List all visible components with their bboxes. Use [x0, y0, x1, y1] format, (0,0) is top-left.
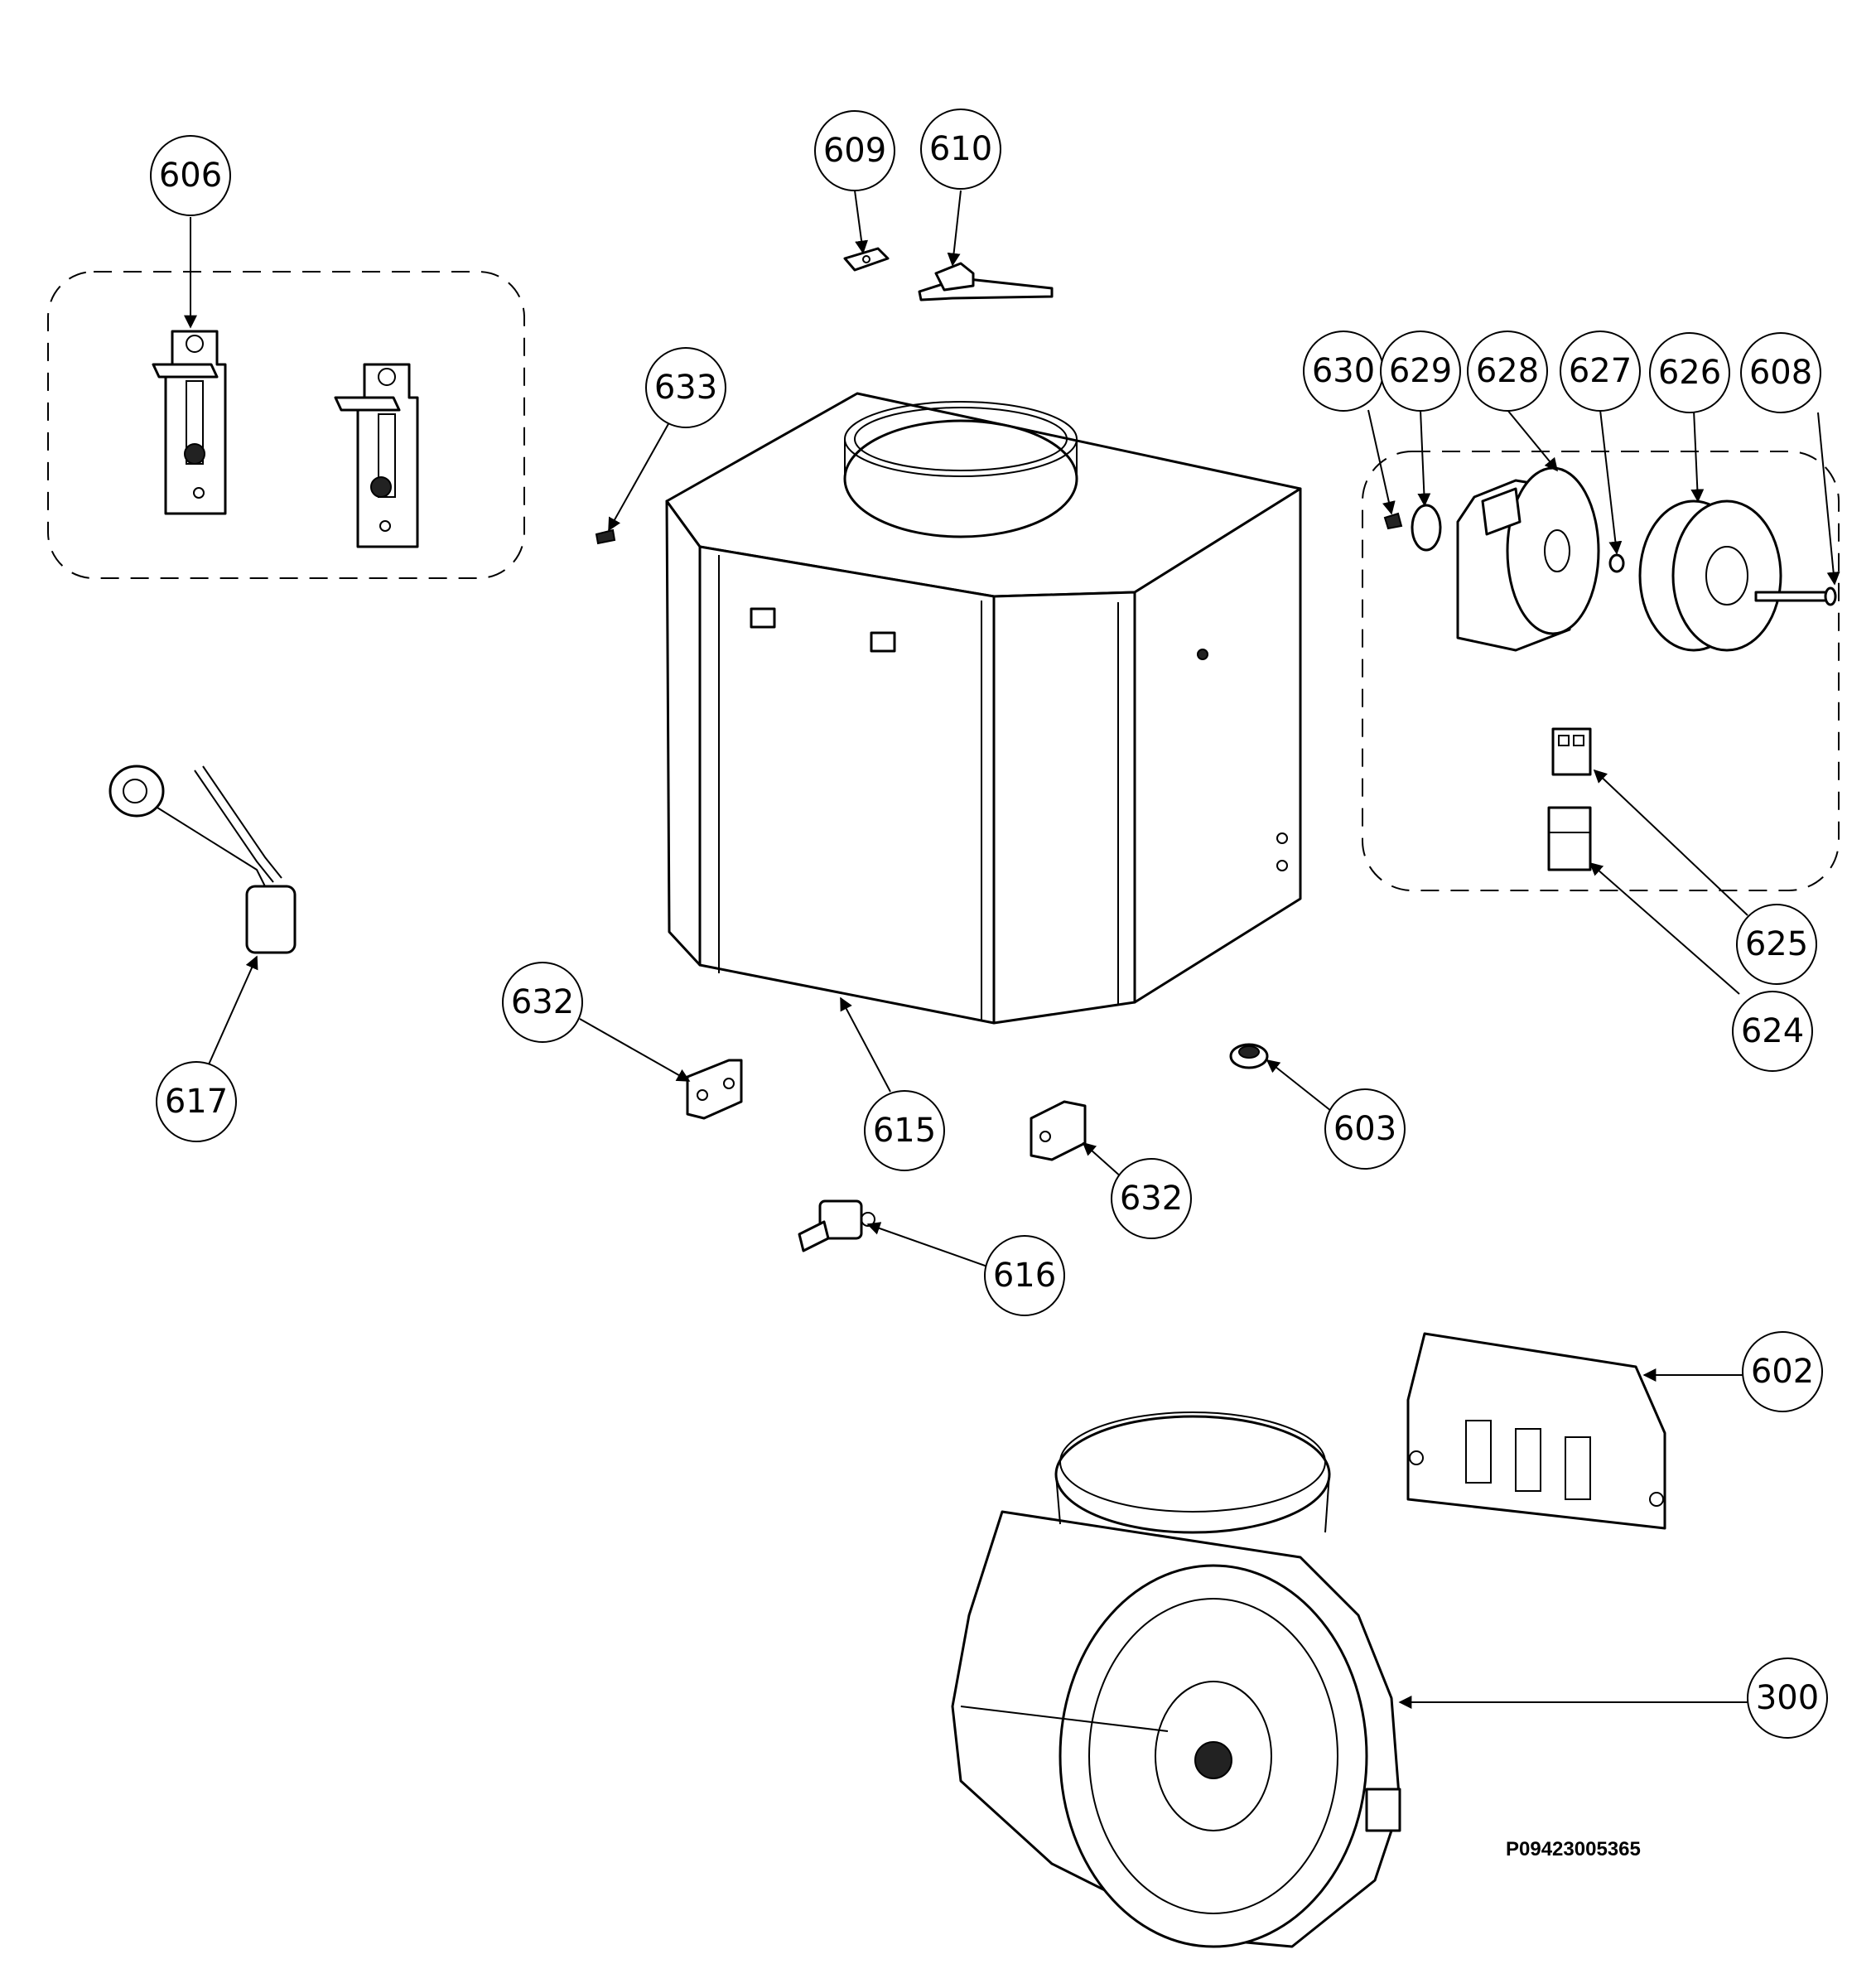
leader-line	[1593, 769, 1748, 916]
screw-part	[1383, 512, 1403, 530]
fan-wheel-part	[1638, 499, 1782, 652]
hanger-bracket-part	[152, 330, 227, 515]
leader-line	[1599, 409, 1623, 555]
callout-624: 624	[1732, 991, 1813, 1072]
screw-part	[595, 528, 616, 545]
leader-line	[579, 1018, 691, 1082]
knob-part	[1229, 1043, 1269, 1069]
callout-label: 603	[1333, 1110, 1396, 1148]
leader-line	[854, 190, 869, 254]
mounting-clip-part	[1030, 1100, 1087, 1161]
leader-line	[1589, 861, 1740, 995]
callout-630: 630	[1303, 331, 1384, 412]
leader-line	[1266, 1059, 1336, 1115]
callout-627: 627	[1560, 331, 1641, 412]
connector-block-part	[1547, 806, 1592, 871]
leader-line	[840, 996, 891, 1093]
leader-line	[1367, 409, 1396, 515]
callout-label: 606	[159, 157, 222, 195]
callout-626: 626	[1649, 332, 1730, 413]
leader-line	[1417, 409, 1431, 507]
callout-label: 616	[993, 1257, 1056, 1295]
bracket-clip-part	[918, 262, 1054, 302]
callout-label: 615	[873, 1112, 936, 1150]
callout-label: 609	[823, 132, 886, 170]
callout-label: 602	[1751, 1353, 1814, 1391]
callout-label: 300	[1756, 1679, 1819, 1717]
callout-label: 630	[1312, 352, 1375, 390]
leader-line	[1507, 409, 1559, 472]
callout-616: 616	[984, 1235, 1065, 1316]
leader-line	[947, 190, 962, 267]
callout-608: 608	[1740, 332, 1821, 413]
callout-label: 627	[1569, 352, 1632, 390]
motor-kit-group-box	[1362, 451, 1840, 891]
small-plate-part	[843, 247, 890, 272]
callout-label: 632	[1120, 1180, 1183, 1218]
small-washer-part	[1608, 553, 1625, 573]
callout-603: 603	[1324, 1088, 1406, 1170]
callout-629: 629	[1380, 331, 1461, 412]
leader-line	[1817, 412, 1840, 586]
cable-switch-part	[109, 765, 297, 954]
callout-label: 608	[1749, 354, 1812, 392]
callout-628: 628	[1467, 331, 1548, 412]
callout-632: 632	[502, 962, 583, 1043]
callout-617: 617	[156, 1061, 237, 1142]
callout-label: 628	[1476, 352, 1539, 390]
leader-line	[208, 955, 258, 1065]
callout-633: 633	[645, 347, 726, 428]
leader-line	[608, 422, 670, 532]
callout-label: 625	[1745, 925, 1808, 963]
capacitor-motor-part	[1456, 466, 1600, 652]
callout-300: 300	[1747, 1657, 1828, 1739]
drawing-id: P09423005365	[1506, 1838, 1641, 1860]
leader-line	[1082, 1141, 1123, 1179]
callout-615: 615	[864, 1090, 945, 1171]
blower-assembly-part	[951, 1411, 1401, 1948]
callout-label: 626	[1658, 354, 1721, 392]
mounting-plate-part	[1406, 1332, 1666, 1530]
callout-label: 633	[654, 369, 717, 407]
callout-label: 629	[1389, 352, 1452, 390]
shaft-pin-part	[1754, 586, 1837, 606]
mounting-clip-part	[686, 1059, 743, 1120]
callout-602: 602	[1742, 1331, 1823, 1412]
washer-disc-part	[1411, 504, 1442, 552]
callout-label: 610	[929, 130, 992, 168]
lamp-holder-part	[798, 1199, 875, 1252]
hood-housing-part	[665, 392, 1302, 1025]
callout-606: 606	[150, 135, 231, 216]
callout-label: 624	[1741, 1012, 1804, 1050]
callout-632: 632	[1111, 1158, 1192, 1239]
callout-609: 609	[814, 110, 895, 191]
callout-610: 610	[920, 109, 1001, 190]
leader-line	[866, 1222, 991, 1268]
leader-line	[1690, 409, 1705, 503]
hanger-bracket-part	[334, 363, 419, 548]
callout-label: 617	[165, 1083, 228, 1121]
connector-block-part	[1551, 727, 1592, 776]
callout-625: 625	[1736, 904, 1817, 985]
hanger-bracket-group-box	[47, 271, 525, 579]
callout-label: 632	[511, 983, 574, 1021]
